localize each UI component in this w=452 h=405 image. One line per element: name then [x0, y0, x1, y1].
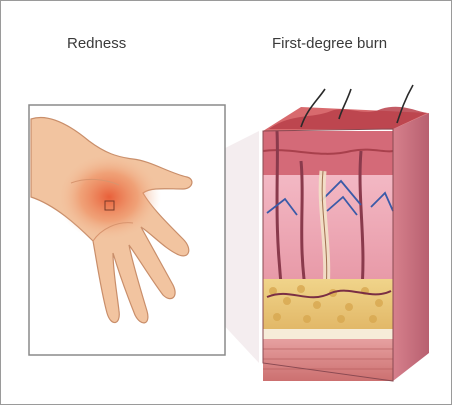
skin-cross-section — [263, 107, 429, 381]
redness-area — [57, 153, 161, 241]
